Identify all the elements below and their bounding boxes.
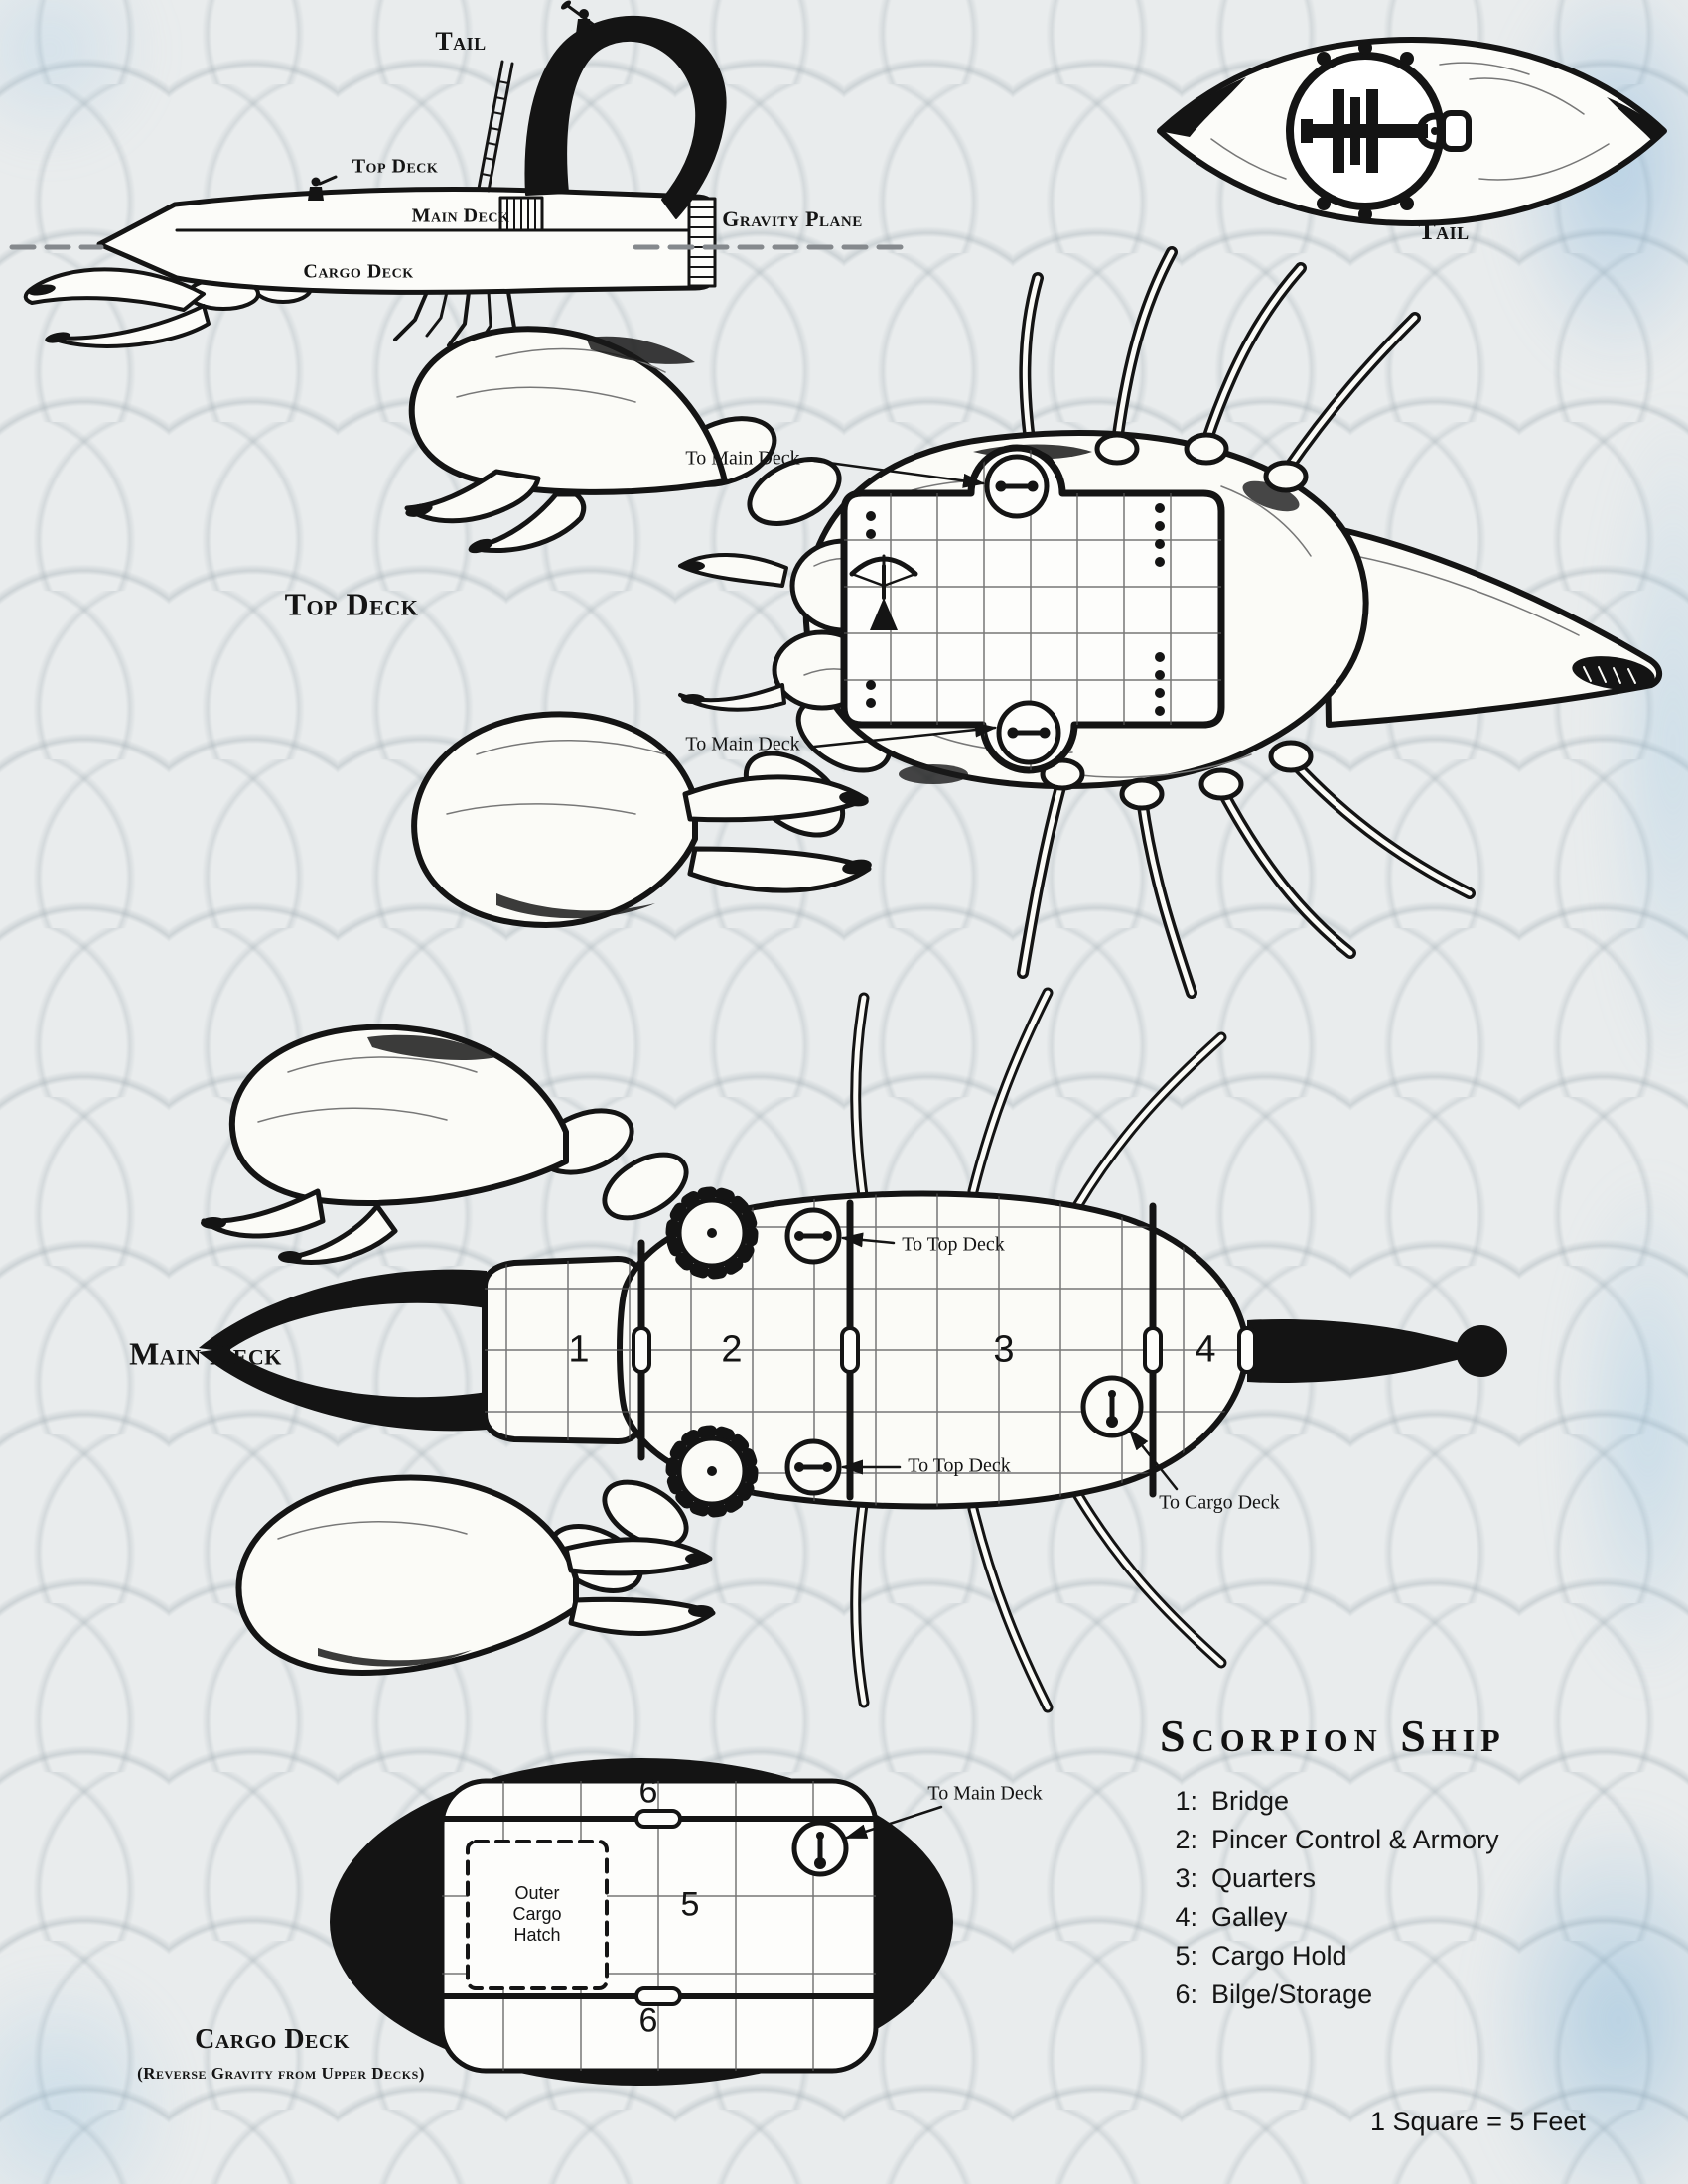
top-deck-illustration: [404, 246, 1663, 999]
legend-item-label: Galley: [1211, 1902, 1288, 1932]
main-deck-legs: [850, 987, 1227, 1713]
legend-item: 3: Quarters: [1160, 1859, 1506, 1898]
main-deck-hatch-bottom-label: To Top Deck: [908, 1454, 1011, 1477]
cargo-deck-subtitle: (Reverse Gravity from Upper Decks): [137, 2064, 425, 2083]
watercolor-wash: [1564, 1171, 1688, 1688]
hatch-to-top-deck-upper: [784, 1207, 842, 1265]
pincer-gear-bottom: [665, 1425, 759, 1518]
legend-item-label: Pincer Control & Armory: [1211, 1825, 1499, 1854]
top-deck-claw-lower: [411, 696, 893, 928]
room-number-5: 5: [680, 1885, 700, 1924]
side-view-cargo-deck-label: Cargo Deck: [303, 260, 414, 283]
legend-item-label: Bridge: [1211, 1786, 1290, 1816]
side-view-illustration: [23, 0, 727, 351]
tail-front-marbling: [1210, 62, 1610, 181]
outer-cargo-hatch-label: Outer Cargo Hatch: [512, 1883, 562, 1946]
room-number-2: 2: [721, 1328, 743, 1371]
hatch-to-top-deck-lower: [784, 1438, 842, 1496]
legend-item-number: 2:: [1175, 1825, 1197, 1854]
main-deck-hatch-top-label: To Top Deck: [902, 1233, 1005, 1256]
tail-front-view-label: Tail: [1418, 216, 1470, 245]
legend: Scorpion Ship 1: Bridge 2: Pincer Contro…: [1160, 1709, 1506, 2014]
main-deck-illustration: [199, 987, 1507, 1713]
crows-nest-figure-icon: [561, 0, 600, 34]
tail-front-mechanism: [1301, 89, 1472, 173]
hatch-to-cargo-deck: [1080, 1375, 1144, 1438]
room-number-3: 3: [993, 1328, 1015, 1371]
top-deck-legs: [1017, 246, 1476, 999]
cargo-deck-illustration: [330, 1758, 953, 2086]
main-deck-doors: [632, 1326, 1257, 1374]
side-view-tail-label: Tail: [435, 27, 487, 56]
side-view-tail-ladder: [477, 60, 514, 193]
hatch-to-main-deck-cargo: [791, 1820, 849, 1877]
gravity-plane-label: Gravity Plane: [722, 206, 863, 231]
side-view-main-deck-label: Main Deck: [411, 205, 510, 227]
hatch-to-main-deck-bottom: [996, 700, 1061, 765]
legend-item: 5: Cargo Hold: [1160, 1937, 1506, 1976]
tail-front-bolts: [1317, 41, 1414, 221]
legend-title: Scorpion Ship: [1160, 1710, 1506, 1761]
top-deck-tail: [1323, 523, 1663, 728]
main-deck-claw-upper: [201, 1024, 689, 1265]
outer-cargo-hatch: [466, 1840, 609, 1990]
main-deck-title: Main Deck: [129, 1335, 282, 1372]
side-view-ladder-shaft: [498, 196, 544, 232]
side-view-hull: [96, 187, 717, 295]
top-deck-title: Top Deck: [284, 586, 419, 622]
legend-item-label: Quarters: [1211, 1863, 1317, 1893]
legend-item-label: Bilge/Storage: [1211, 1979, 1373, 2009]
cargo-deck-title: Cargo Deck: [195, 2024, 350, 2055]
legend-item-number: 5:: [1175, 1941, 1197, 1971]
legend-item: 1: Bridge: [1160, 1782, 1506, 1821]
side-view-cargo-shaft: [687, 197, 717, 288]
side-view-top-deck-label: Top Deck: [352, 155, 439, 178]
legend-items: 1: Bridge 2: Pincer Control & Armory 3: …: [1160, 1782, 1506, 2014]
legend-item-label: Cargo Hold: [1211, 1941, 1347, 1971]
legend-item: 4: Galley: [1160, 1898, 1506, 1937]
cargo-hatch-label: To Main Deck: [927, 1782, 1043, 1805]
legend-item: 2: Pincer Control & Armory: [1160, 1821, 1506, 1859]
ballista-icon: [849, 554, 918, 630]
scale-note: 1 Square = 5 Feet: [1370, 2107, 1586, 2136]
room-number-6-bottom: 6: [638, 2001, 658, 2040]
room-number-6-top: 6: [638, 1772, 658, 1811]
main-deck-hatch-cargo-label: To Cargo Deck: [1159, 1491, 1280, 1514]
top-deck-claw-upper: [404, 326, 842, 554]
top-deck-hatch-bottom-label: To Main Deck: [685, 733, 800, 755]
room-number-4: 4: [1195, 1328, 1216, 1371]
cargo-doors: [634, 1809, 682, 2006]
main-deck-claw-lower: [235, 1474, 716, 1676]
legend-item-number: 6:: [1175, 1979, 1197, 2009]
deck-seats: [866, 503, 1165, 716]
legend-item-number: 1:: [1175, 1786, 1197, 1816]
hatch-to-main-deck-top: [984, 454, 1050, 519]
pincer-gear-top: [665, 1186, 759, 1280]
lookout-figure-icon: [308, 175, 338, 201]
top-deck-hatch-top-label: To Main Deck: [685, 447, 800, 470]
legend-item-number: 3:: [1175, 1863, 1197, 1893]
side-view-tail: [477, 0, 727, 219]
room-number-1: 1: [568, 1328, 590, 1371]
top-deck-deck: [840, 444, 1225, 774]
legend-item-number: 4:: [1175, 1902, 1197, 1932]
tail-front-view-illustration: [1157, 37, 1667, 226]
legend-item: 6: Bilge/Storage: [1160, 1976, 1506, 2014]
